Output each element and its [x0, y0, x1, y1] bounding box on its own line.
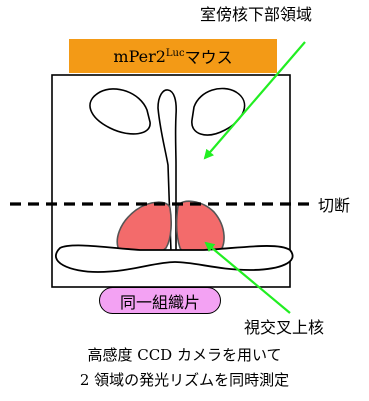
- scn-label: 視交叉上核: [244, 318, 325, 337]
- caption-line-2: 2 領域の発光リズムを同時測定: [79, 371, 290, 389]
- title-suffix: マウス: [184, 48, 233, 67]
- pvn-label: 室傍核下部領域: [200, 5, 313, 24]
- same-tissue-label: 同一組織片: [119, 292, 200, 312]
- title-main: mPer2: [113, 46, 166, 66]
- cut-label: 切断: [318, 196, 351, 215]
- pvn-arrow: [203, 41, 306, 160]
- caption: 高感度 CCD カメラを用いて 2 領域の発光リズムを同時測定: [0, 343, 369, 393]
- title-superscript: Luc: [165, 47, 185, 59]
- caption-line-1: 高感度 CCD カメラを用いて: [87, 346, 282, 364]
- third-ventricle: [157, 89, 177, 253]
- upper-left-lobe: [89, 88, 151, 135]
- same-tissue-pill: 同一組織片: [99, 287, 221, 314]
- scn-arrow: [204, 241, 291, 314]
